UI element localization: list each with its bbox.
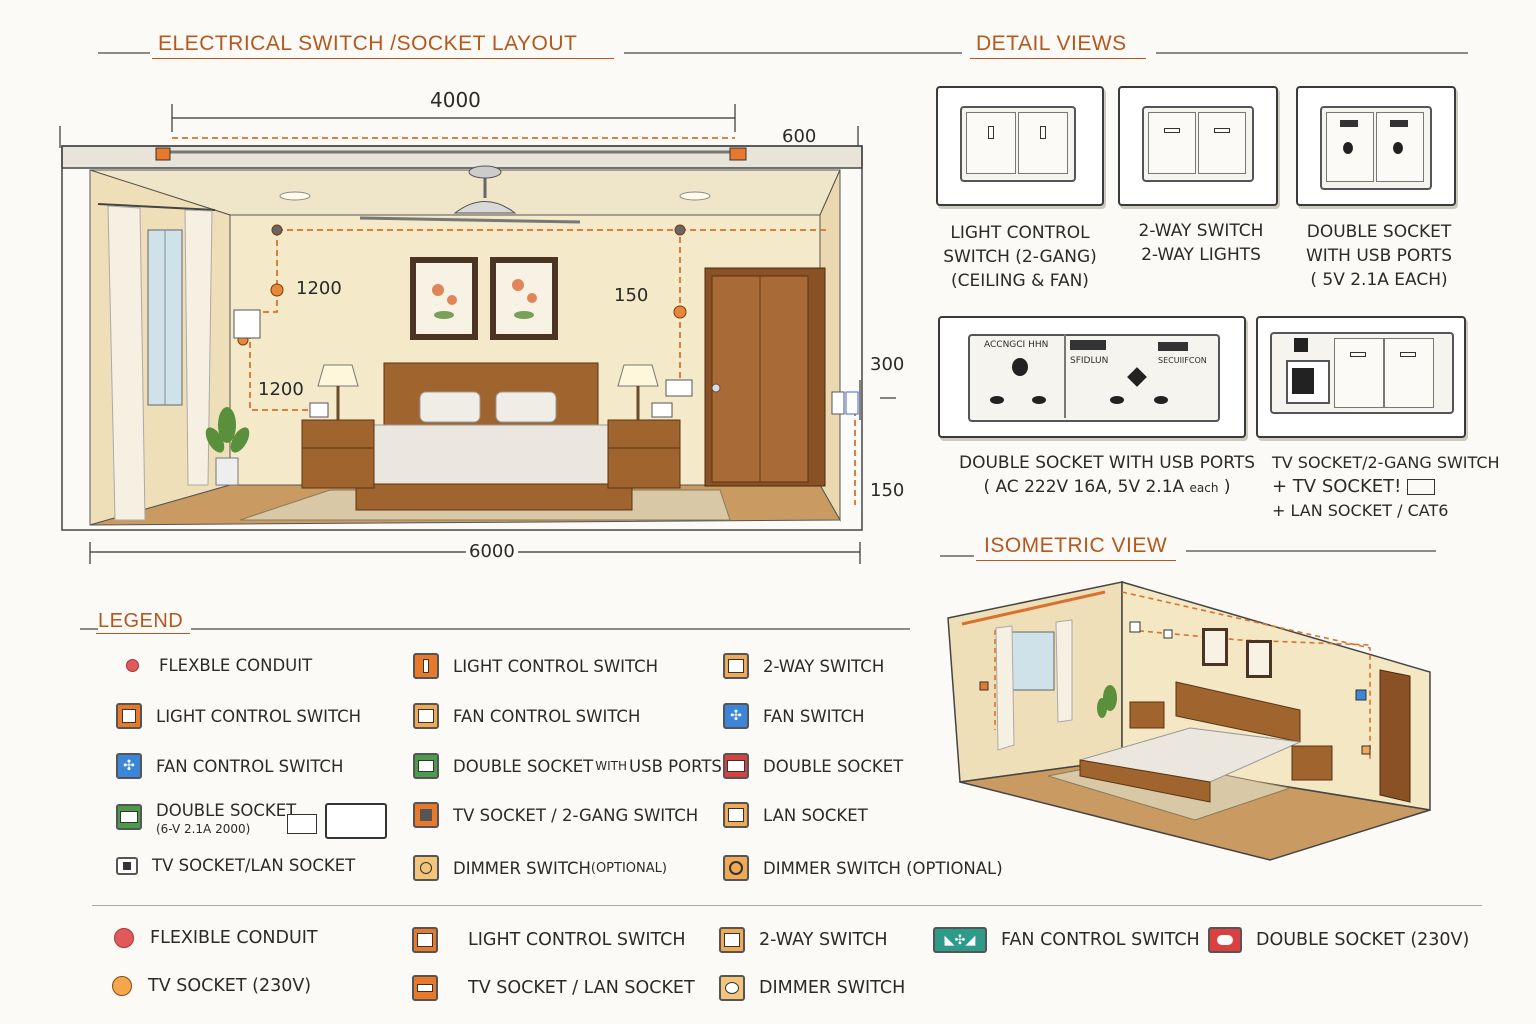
legend-tv-lan-socket: TV SOCKET/LAN SOCKET: [116, 856, 355, 875]
double-socket-green-icon: [116, 804, 142, 830]
double-socket-icon: [723, 753, 749, 779]
fan-icon: ◣✣◢: [933, 927, 987, 953]
bottom-light-control-switch: LIGHT CONTROL SWITCH: [412, 927, 686, 953]
bottom-double-socket: DOUBLE SOCKET (230V): [1208, 927, 1469, 953]
bottom-tv-lan-socket: TV SOCKET / LAN SOCKET: [412, 975, 695, 1001]
detail-two-way-switch: [1118, 86, 1278, 206]
detail-light-control-switch: [936, 86, 1104, 206]
isometric-room-drawing: [947, 580, 1431, 861]
title-underline: [152, 58, 614, 59]
bottom-rule: [92, 905, 1482, 906]
legend-dimmer-optional-b: DIMMER SWITCH (OPTIONAL): [723, 855, 1003, 881]
legend-double-socket-red: DOUBLE SOCKET: [723, 753, 903, 779]
title-rule-mid: [624, 52, 962, 54]
light-switch-icon: [412, 927, 438, 953]
iso-rule-left: [940, 555, 974, 557]
dim-right-switch: 150: [614, 285, 649, 306]
tv-switch-icon: [413, 802, 439, 828]
dim-side-high: 300: [870, 354, 905, 375]
conduit-dot-icon: [126, 659, 139, 672]
panel-text-b: SFIDLUN: [1070, 356, 1109, 366]
detail-title: DETAIL VIEWS: [976, 32, 1127, 55]
conduit-dot-icon: [114, 928, 134, 948]
iso-rule-right: [1186, 550, 1436, 552]
legend-flexible-conduit: FLEXBLE CONDUIT: [118, 656, 312, 675]
legend-fan-control-switch-b: ✣FAN CONTROL SWITCH: [116, 753, 343, 779]
detail-double-socket-usb: [1296, 86, 1456, 206]
light-switch-icon: [413, 653, 439, 679]
main-title: ELECTRICAL SWITCH /SOCKET LAYOUT: [158, 32, 578, 55]
room-elevation-drawing: [59, 104, 896, 564]
legend-double-socket-usb: DOUBLE SOCKET WITH USB PORTS: [413, 753, 722, 779]
detail-wide-socket-panel: ACCNGCI HHN SFIDLUN SECUIIFCON: [938, 316, 1246, 438]
legend-underline: [96, 633, 190, 634]
dim-left-low: 1200: [258, 379, 304, 400]
legend-two-way-switch-a: 2-WAY SWITCH: [723, 653, 884, 679]
detail-tv-caption: TV SOCKET/2-GANG SWITCH + TV SOCKET! + L…: [1272, 453, 1500, 520]
double-socket-icon: [1208, 927, 1242, 953]
iso-underline: [976, 560, 1176, 561]
legend-title: LEGEND: [98, 610, 192, 633]
dimmer-icon: [719, 975, 745, 1001]
legend-fan-switch: ✣FAN SWITCH: [723, 703, 865, 729]
iso-title: ISOMETRIC VIEW: [984, 534, 1168, 557]
dim-top-right: 600: [782, 126, 817, 147]
usb-plate-small-icon: [287, 814, 317, 834]
tv-lan-icon: [412, 975, 438, 1001]
dim-side-low: 150: [870, 480, 905, 501]
dim-top-width: 4000: [430, 88, 481, 112]
tv-socket-icon: [1407, 479, 1436, 495]
dim-left-high: 1200: [296, 278, 342, 299]
legend-double-socket-green: DOUBLE SOCKET(6-V 2.1A 2000): [116, 802, 296, 838]
bottom-dimmer-switch: DIMMER SWITCH: [719, 975, 905, 1001]
legend-fan-control-switch-a: FAN CONTROL SWITCH: [413, 703, 640, 729]
fan-icon: ✣: [723, 703, 749, 729]
legend-light-control-switch-b: LIGHT CONTROL SWITCH: [116, 703, 361, 729]
legend-rule-top: [80, 628, 910, 630]
legend-lan-socket: LAN SOCKET: [723, 802, 868, 828]
light-switch-icon: [116, 703, 142, 729]
detail-underline: [970, 58, 1146, 59]
legend-dimmer-optional-a: DIMMER SWITCH (OPTIONAL): [413, 855, 667, 881]
fan-switch-icon: [413, 703, 439, 729]
fan-icon: ✣: [116, 753, 142, 779]
dimmer-icon: [413, 855, 439, 881]
bottom-fan-control-switch: ◣✣◢FAN CONTROL SWITCH: [933, 927, 1200, 953]
dimmer-icon: [723, 855, 749, 881]
bottom-tv-socket: TV SOCKET (230V): [112, 976, 311, 996]
title-rule-right: [1156, 52, 1468, 54]
two-way-switch-icon: [723, 653, 749, 679]
title-rule-left: [98, 52, 150, 54]
dim-bottom-width: 6000: [466, 541, 518, 562]
panel-text-c: SECUIIFCON: [1158, 356, 1207, 365]
two-way-switch-icon: [719, 927, 745, 953]
usb-plate-icon: [325, 803, 387, 839]
legend-light-control-switch-a: LIGHT CONTROL SWITCH: [413, 653, 658, 679]
legend-tv-socket-2-gang: TV SOCKET / 2-GANG SWITCH: [413, 802, 698, 828]
detail-tv-socket-switch: [1256, 316, 1466, 438]
lan-socket-icon: [723, 802, 749, 828]
bottom-flexible-conduit: FLEXIBLE CONDUIT: [114, 928, 318, 948]
tv-lan-icon: [116, 856, 138, 875]
usb-socket-icon: [413, 753, 439, 779]
tv-socket-dot-icon: [112, 976, 132, 996]
panel-text-a: ACCNGCI HHN: [984, 340, 1049, 350]
detail-wide-caption: DOUBLE SOCKET WITH USB PORTS ( AC 222V 1…: [959, 453, 1255, 497]
bottom-two-way-switch: 2-WAY SWITCH: [719, 927, 888, 953]
